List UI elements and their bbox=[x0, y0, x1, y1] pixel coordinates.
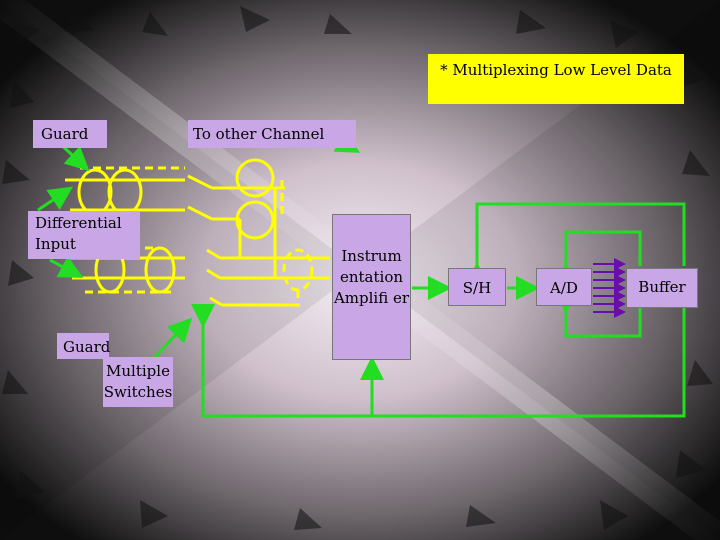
ad-converter-block: A/D bbox=[536, 268, 592, 306]
instrumentation-amplifier-block: Instrum entation Amplifi er bbox=[332, 214, 411, 360]
guard-label-bottom: Guard bbox=[57, 333, 110, 359]
guard-label-top: Guard bbox=[33, 120, 107, 148]
data-bus-arrows bbox=[593, 258, 626, 318]
differential-input-label: Differential Input bbox=[28, 211, 140, 259]
slide-title: * Multiplexing Low Level Data bbox=[428, 54, 684, 104]
multiple-switches-label: Multiple Switches bbox=[103, 357, 173, 407]
buffer-block: Buffer bbox=[626, 268, 698, 308]
other-channel-label: To other Channel bbox=[188, 120, 356, 148]
signal-flow-arrows bbox=[191, 202, 686, 418]
sample-hold-block: S/H bbox=[448, 268, 506, 306]
